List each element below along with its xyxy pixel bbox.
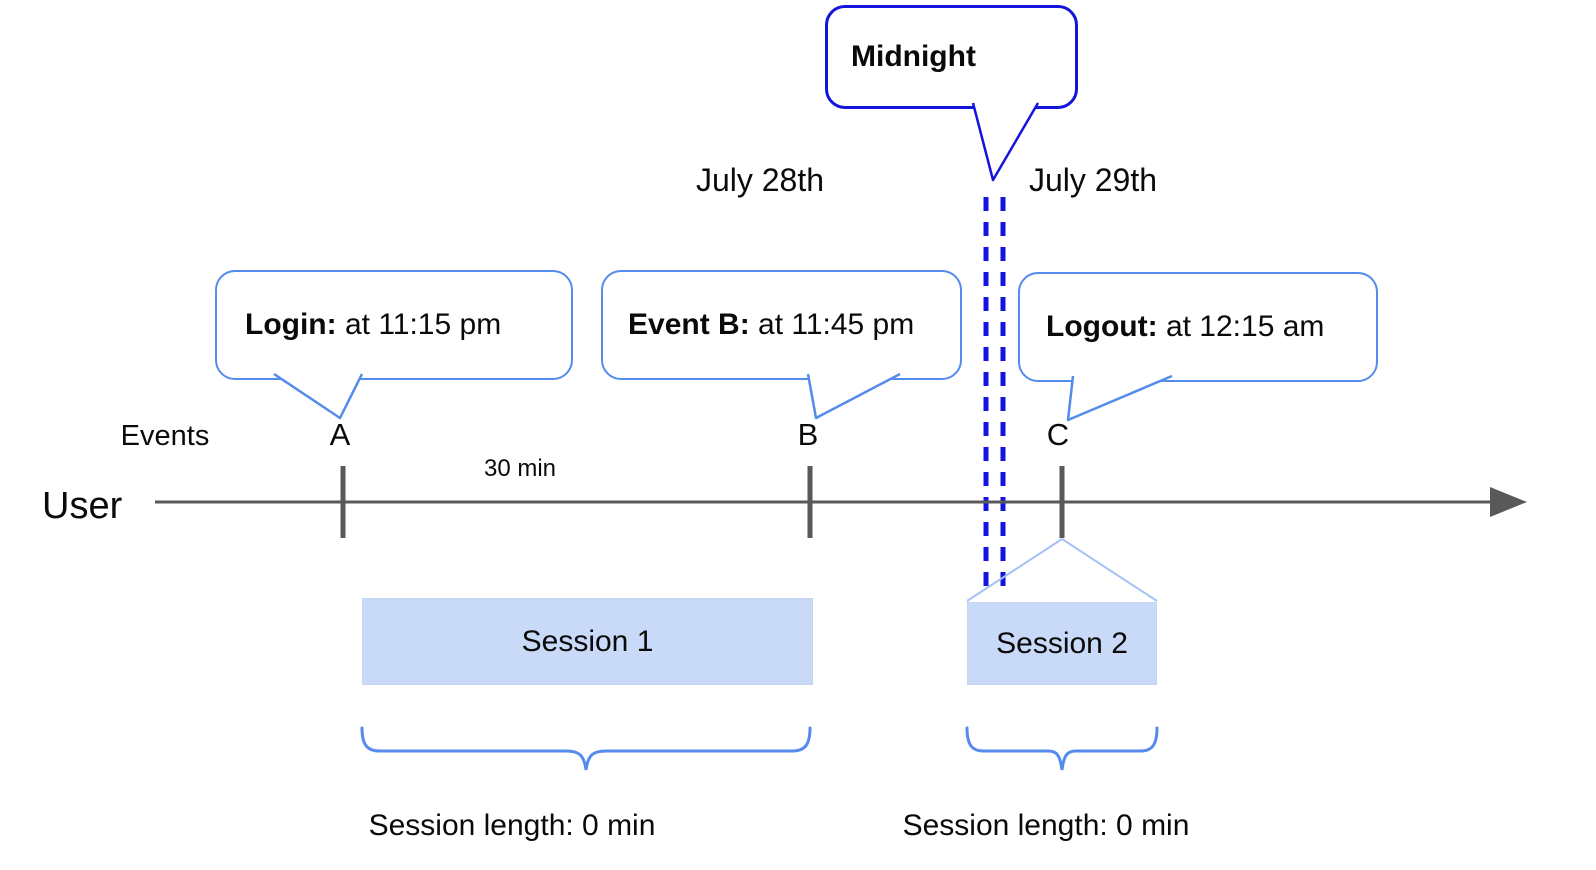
logout-time: at 12:15 am: [1157, 310, 1325, 343]
event-b-label: Event B:: [628, 308, 750, 341]
session-1-box: Session 1: [362, 598, 813, 685]
event-b-callout: Event B: at 11:45 pm: [601, 270, 962, 380]
logout-label: Logout:: [1046, 310, 1158, 343]
login-callout-tail: [273, 372, 364, 420]
logout-callout-tail: [1066, 374, 1173, 422]
date-july-28: July 28th: [695, 162, 825, 198]
events-axis-label: Events: [120, 420, 210, 452]
interval-30min-label: 30 min: [483, 455, 557, 482]
session-1-length-label: Session length: 0 min: [368, 809, 656, 842]
event-a-marker: A: [329, 417, 351, 452]
timeline-arrowhead-icon: [1490, 487, 1527, 517]
event-b-time: at 11:45 pm: [749, 308, 915, 341]
session-2-brace: [965, 726, 1159, 771]
event-c-marker: C: [1046, 417, 1070, 452]
session-2-funnel-right: [1061, 538, 1158, 602]
session-2-length-label: Session length: 0 min: [902, 809, 1190, 842]
session-1-brace: [360, 726, 812, 771]
user-axis-label: User: [42, 485, 123, 527]
event-b-callout-tail: [806, 372, 901, 420]
login-time: at 11:15 pm: [336, 308, 502, 341]
session-2-label: Session 2: [996, 626, 1128, 660]
logout-callout: Logout: at 12:15 am: [1018, 272, 1378, 382]
midnight-callout: Midnight: [825, 5, 1078, 109]
event-b-marker: B: [797, 417, 819, 452]
login-label: Login:: [245, 308, 337, 341]
login-callout: Login: at 11:15 pm: [215, 270, 573, 380]
session-1-label: Session 1: [521, 624, 654, 658]
session-2-box: Session 2: [967, 602, 1157, 685]
midnight-label: Midnight: [851, 40, 976, 73]
session-2-funnel-left: [966, 538, 1063, 602]
date-july-29: July 29th: [1028, 162, 1158, 198]
